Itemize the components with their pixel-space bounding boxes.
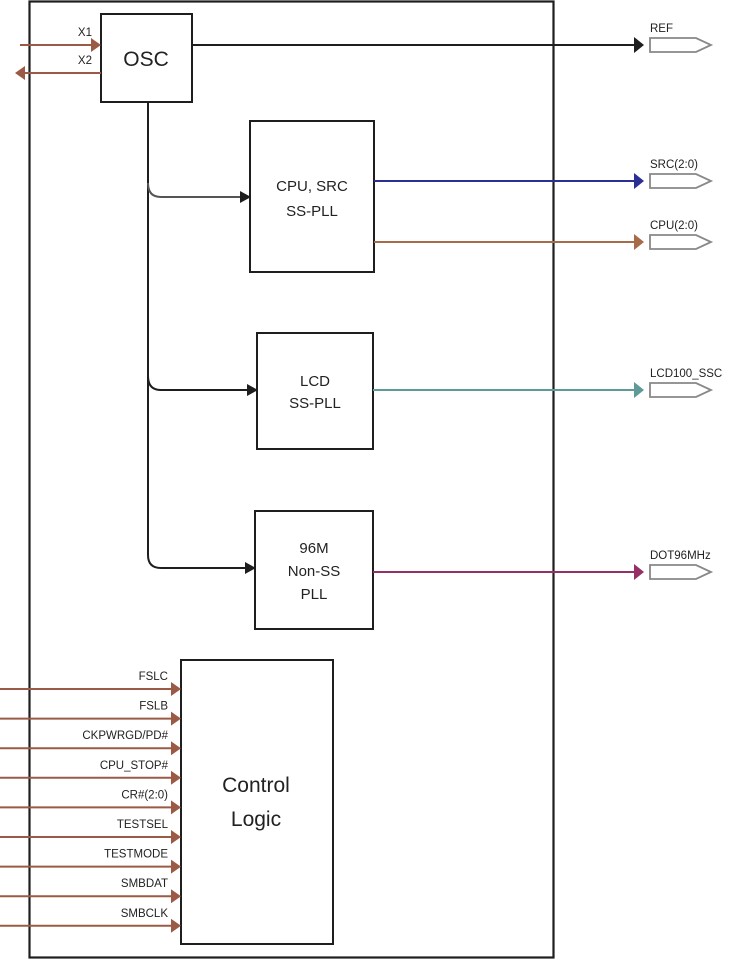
output-pin-connector-icon [649, 382, 714, 398]
control-input-label: TESTMODE [104, 849, 168, 861]
pll-96m-label-line2: Non-SS [288, 563, 341, 580]
output-signals: REF SRC(2:0) CPU(2:0) LCD100_SSC DOT96MHz [192, 23, 722, 580]
output-ref-label: REF [650, 23, 673, 35]
arrow-right-icon [634, 37, 644, 53]
control-input-label: FSLB [139, 701, 168, 713]
output-dot96mhz[interactable]: DOT96MHz [373, 550, 714, 580]
output-cpu-2-0-label: CPU(2:0) [650, 220, 698, 232]
arrow-in-icon [171, 918, 181, 933]
arrow-in-icon [171, 800, 181, 815]
arrow-out-icon [15, 66, 25, 80]
cpu-src-pll-label-line1: CPU, SRC [276, 178, 348, 195]
output-pin-connector-icon [649, 37, 714, 53]
arrow-in-icon [171, 711, 181, 726]
control-input-cpu-stop[interactable]: CPU_STOP# [0, 760, 181, 785]
lcd-pll-label-line1: LCD [300, 373, 330, 390]
osc-pin-label: X1 [78, 27, 92, 39]
output-dot96mhz-label: DOT96MHz [650, 550, 711, 562]
output-lcd100-ssc[interactable]: LCD100_SSC [373, 368, 722, 398]
control-input-smbdat[interactable]: SMBDAT [0, 878, 181, 904]
control-input-testmode[interactable]: TESTMODE [0, 849, 181, 874]
control-input-testsel[interactable]: TESTSEL [0, 819, 181, 844]
arrow-right-icon [634, 173, 644, 189]
osc-feed-bus [147, 102, 258, 574]
control-logic-label-line1: Control [222, 774, 290, 797]
arrowhead-pll-96m [245, 562, 256, 574]
arrow-in-icon [171, 682, 181, 696]
chip-outline [28, 0, 555, 959]
output-src-2-0-label: SRC(2:0) [650, 159, 698, 171]
osc-block[interactable]: OSC [100, 13, 193, 103]
output-pin-connector-icon [649, 173, 714, 189]
control-input-label: SMBDAT [121, 878, 168, 890]
cpu-src-pll-block[interactable]: CPU, SRC SS-PLL [249, 120, 375, 273]
arrow-in-icon [171, 859, 181, 874]
osc-feed-trunk [147, 102, 245, 569]
arrow-in-icon [91, 38, 101, 52]
pll-96m-label-line3: PLL [301, 586, 328, 603]
arrow-in-icon [171, 830, 181, 844]
arrowhead-cpu-src-pll [240, 191, 251, 203]
arrow-in-icon [171, 889, 181, 904]
arrow-in-icon [171, 741, 181, 756]
control-input-label: CKPWRGD/PD# [82, 730, 168, 742]
osc-block-label: OSC [123, 48, 169, 71]
control-input-smbclk[interactable]: SMBCLK [0, 908, 181, 933]
control-input-fslb[interactable]: FSLB [0, 701, 181, 726]
control-input-fslc[interactable]: FSLC [0, 671, 181, 696]
osc-pin-x1[interactable]: X1 [20, 27, 101, 52]
output-pin-connector-icon [649, 234, 714, 250]
control-inputs: FSLC FSLB CKPWRGD/PD# CPU_STOP# CR#(2:0) TEST… [0, 671, 181, 933]
control-input-cr-2-0[interactable]: CR#(2:0) [0, 789, 181, 815]
osc-pin-label: X2 [78, 55, 92, 67]
control-logic-block[interactable]: Control Logic [180, 659, 334, 945]
arrow-right-icon [634, 382, 644, 398]
osc-pin-x2[interactable]: X2 [15, 55, 101, 80]
arrow-right-icon [634, 564, 644, 580]
control-input-label: TESTSEL [117, 819, 169, 831]
cpu-src-pll-label-line2: SS-PLL [286, 203, 338, 220]
pll-96m-block[interactable]: 96M Non-SS PLL [254, 510, 374, 630]
output-pin-connector-icon [649, 564, 714, 580]
pll-96m-label-line1: 96M [299, 540, 328, 557]
lcd-pll-label-line2: SS-PLL [289, 395, 341, 412]
output-cpu-2-0[interactable]: CPU(2:0) [374, 220, 714, 250]
control-input-label: CR#(2:0) [121, 789, 168, 801]
control-input-label: CPU_STOP# [100, 760, 169, 772]
osc-feed-to-lcd-pll [147, 375, 249, 391]
arrow-right-icon [634, 234, 644, 250]
control-input-label: SMBCLK [121, 908, 169, 920]
control-input-ckpwrgd-pd[interactable]: CKPWRGD/PD# [0, 730, 181, 756]
control-logic-label-line2: Logic [231, 808, 281, 831]
lcd-pll-block[interactable]: LCD SS-PLL [256, 332, 374, 450]
osc-feed-to-cpu-src-pll [147, 182, 242, 198]
arrow-in-icon [171, 770, 181, 785]
arrowhead-lcd-pll [247, 384, 258, 396]
output-lcd100-ssc-label: LCD100_SSC [650, 368, 722, 380]
output-src-2-0[interactable]: SRC(2:0) [374, 159, 714, 189]
control-input-label: FSLC [139, 671, 168, 683]
output-ref[interactable]: REF [192, 23, 714, 53]
